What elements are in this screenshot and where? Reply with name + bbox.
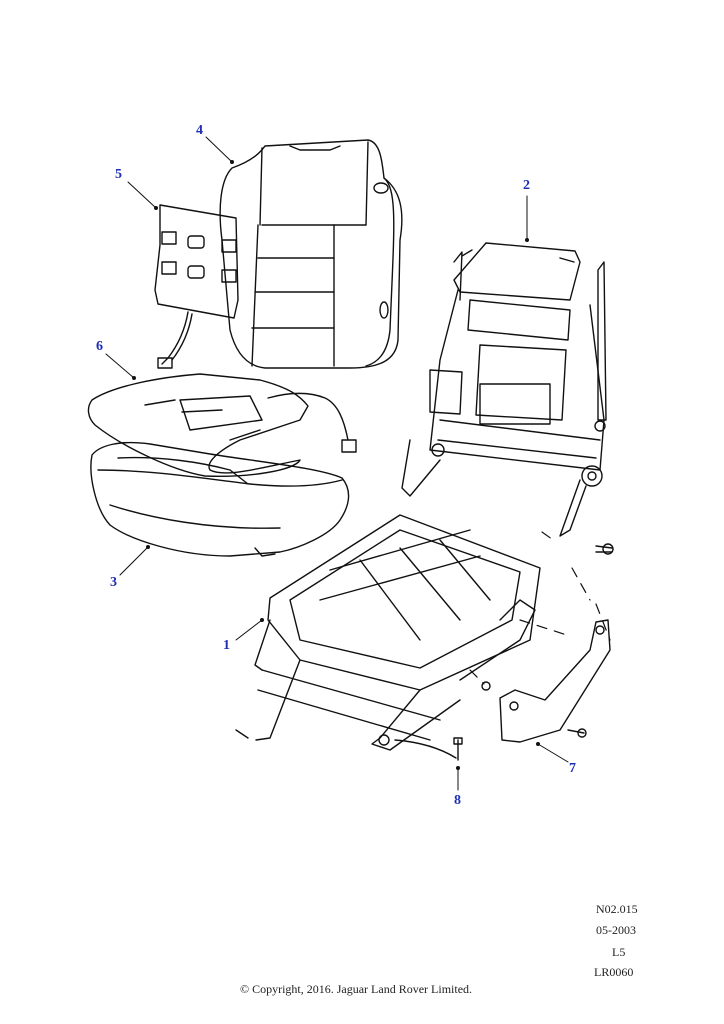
- callout-3[interactable]: 3: [110, 575, 117, 590]
- callout-1[interactable]: 1: [223, 638, 230, 653]
- callout-2[interactable]: 2: [523, 178, 530, 193]
- diagram-level: L5: [612, 945, 626, 959]
- leader-lines: [105, 136, 569, 791]
- callout-7[interactable]: 7: [569, 761, 576, 776]
- diagram-reference: LR0060: [594, 965, 634, 979]
- callout-8[interactable]: 8: [454, 793, 461, 808]
- side-bracket: [499, 619, 611, 743]
- copyright-notice: © Copyright, 2016. Jaguar Land Rover Lim…: [239, 982, 473, 996]
- diagram-code: N02.015: [596, 902, 638, 916]
- callout-5[interactable]: 5: [115, 167, 122, 182]
- seat-back-pad: [154, 204, 239, 369]
- seat-cushion-cover: [90, 441, 350, 557]
- leader-dots: [132, 160, 540, 770]
- seat-back-cover: [219, 139, 403, 369]
- callout-4[interactable]: 4: [196, 123, 203, 138]
- seat-base-frame: [235, 514, 541, 759]
- seat-back-frame: [401, 242, 607, 537]
- assembly-dashed-lines: [469, 531, 611, 685]
- cushion-pad: [87, 373, 357, 478]
- fasteners: [453, 543, 614, 761]
- diagram-date: 05-2003: [596, 923, 636, 937]
- callout-6[interactable]: 6: [96, 339, 103, 354]
